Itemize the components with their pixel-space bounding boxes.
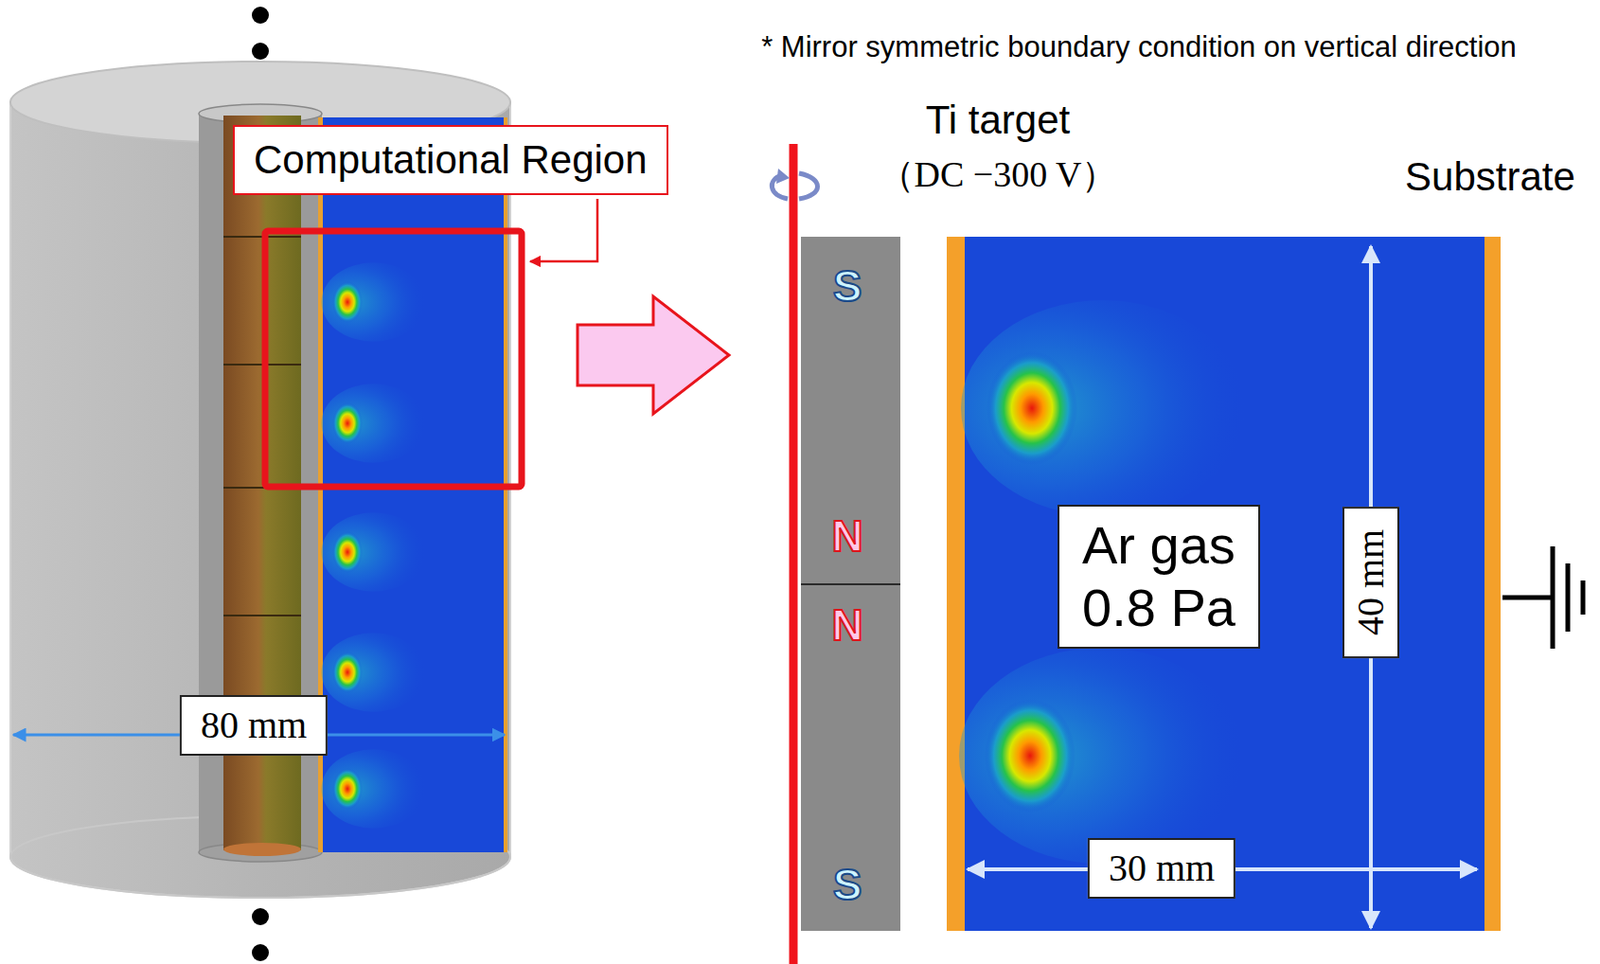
dimension-label: 40 mm: [1342, 506, 1400, 658]
pole-label: N: [831, 512, 863, 561]
dimension-label: 80 mm: [179, 694, 328, 756]
pole-label: N: [831, 601, 863, 650]
part-label: Substrate: [1404, 155, 1576, 199]
box-text: Computational Region: [253, 136, 648, 184]
ground-symbol: [1502, 546, 1583, 649]
magnet: [800, 236, 901, 931]
box-text: Ar gas: [1082, 514, 1236, 577]
zoom-arrow: [577, 296, 729, 414]
gas-box: Ar gas0.8 Pa: [1057, 504, 1261, 649]
pole-label: S: [833, 860, 863, 909]
dimension-label: 30 mm: [1087, 837, 1236, 899]
region-outline: [265, 231, 522, 487]
part-label: Ti target: [925, 98, 1071, 143]
leader-line: [530, 198, 598, 262]
voltage-label: （DC −300 V）: [878, 155, 1119, 196]
plasma-density-map: [946, 236, 1501, 931]
note: * Mirror symmetric boundary condition on…: [761, 31, 1517, 64]
box-text: 0.8 Pa: [1082, 576, 1236, 640]
target-line: [789, 143, 799, 964]
region-label-box: Computational Region: [232, 124, 669, 196]
pole-label: S: [833, 262, 863, 311]
